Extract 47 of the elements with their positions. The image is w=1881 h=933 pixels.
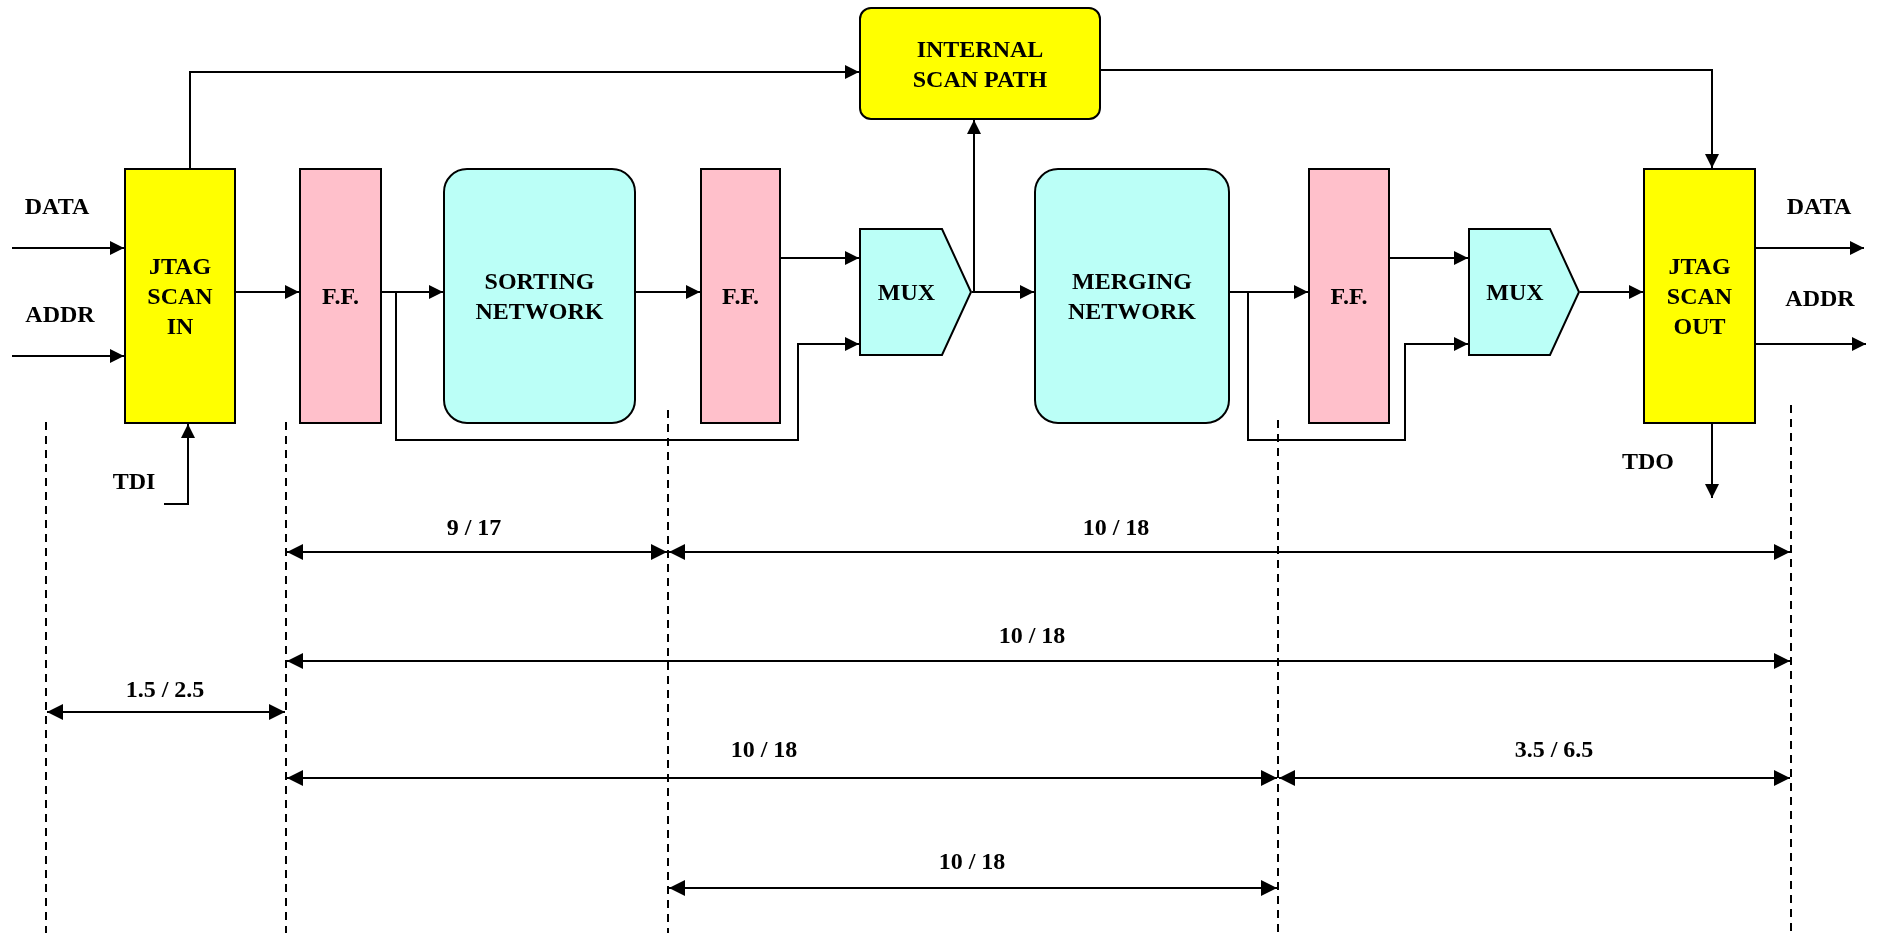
mux-shape xyxy=(859,228,972,356)
dimension-label: 10 / 18 xyxy=(938,847,1006,876)
network-box xyxy=(443,168,636,424)
node-label: ADDR xyxy=(1785,284,1855,313)
arrow xyxy=(1100,69,1719,169)
arrow xyxy=(1755,337,1867,351)
arrow xyxy=(1755,241,1865,255)
network-box xyxy=(1034,168,1230,424)
node-label: DATA xyxy=(24,192,90,221)
jtag-block xyxy=(124,168,236,424)
flip-flop-box xyxy=(1308,168,1390,424)
node-label: INTERNAL SCAN PATH xyxy=(911,34,1049,94)
node-label: F.F. xyxy=(322,282,359,311)
node-label: MERGING NETWORK xyxy=(1067,267,1197,326)
node-label: DATA xyxy=(1786,192,1852,221)
node-label: F.F. xyxy=(1330,282,1368,311)
jtag-block xyxy=(1643,168,1756,424)
dimension-label: 3.5 / 6.5 xyxy=(1514,735,1594,764)
arrow xyxy=(163,423,195,505)
dimension-label: 10 / 18 xyxy=(998,621,1066,650)
node-label: ADDR xyxy=(25,300,95,329)
dimension-label: 9 / 17 xyxy=(446,513,502,542)
arrow xyxy=(635,285,701,299)
arrow xyxy=(235,285,300,299)
node-label: MUX xyxy=(1486,278,1545,307)
scan-path-box xyxy=(859,7,1101,120)
node-label: MUX xyxy=(877,278,937,307)
node-label: JTAG SCAN OUT xyxy=(1665,252,1734,341)
arrow xyxy=(967,119,981,293)
flip-flop-box xyxy=(700,168,781,424)
dimension-label: 10 / 18 xyxy=(730,735,798,764)
node-label: TDI xyxy=(112,467,156,496)
node-label: TDO xyxy=(1622,447,1674,476)
node-label: SORTING NETWORK xyxy=(474,267,605,326)
node-label: F.F. xyxy=(722,282,759,311)
arrow xyxy=(780,251,860,265)
arrow xyxy=(189,65,860,169)
flip-flop-box xyxy=(299,168,382,424)
dimension-label: 10 / 18 xyxy=(1082,513,1150,542)
arrow xyxy=(1705,423,1719,499)
arrow xyxy=(11,349,125,363)
arrow xyxy=(1579,285,1644,299)
mux-shape xyxy=(1468,228,1580,356)
arrow xyxy=(1389,251,1469,265)
node-label: JTAG SCAN IN xyxy=(146,252,214,341)
dimension-label: 1.5 / 2.5 xyxy=(125,675,205,704)
arrow xyxy=(11,241,125,255)
